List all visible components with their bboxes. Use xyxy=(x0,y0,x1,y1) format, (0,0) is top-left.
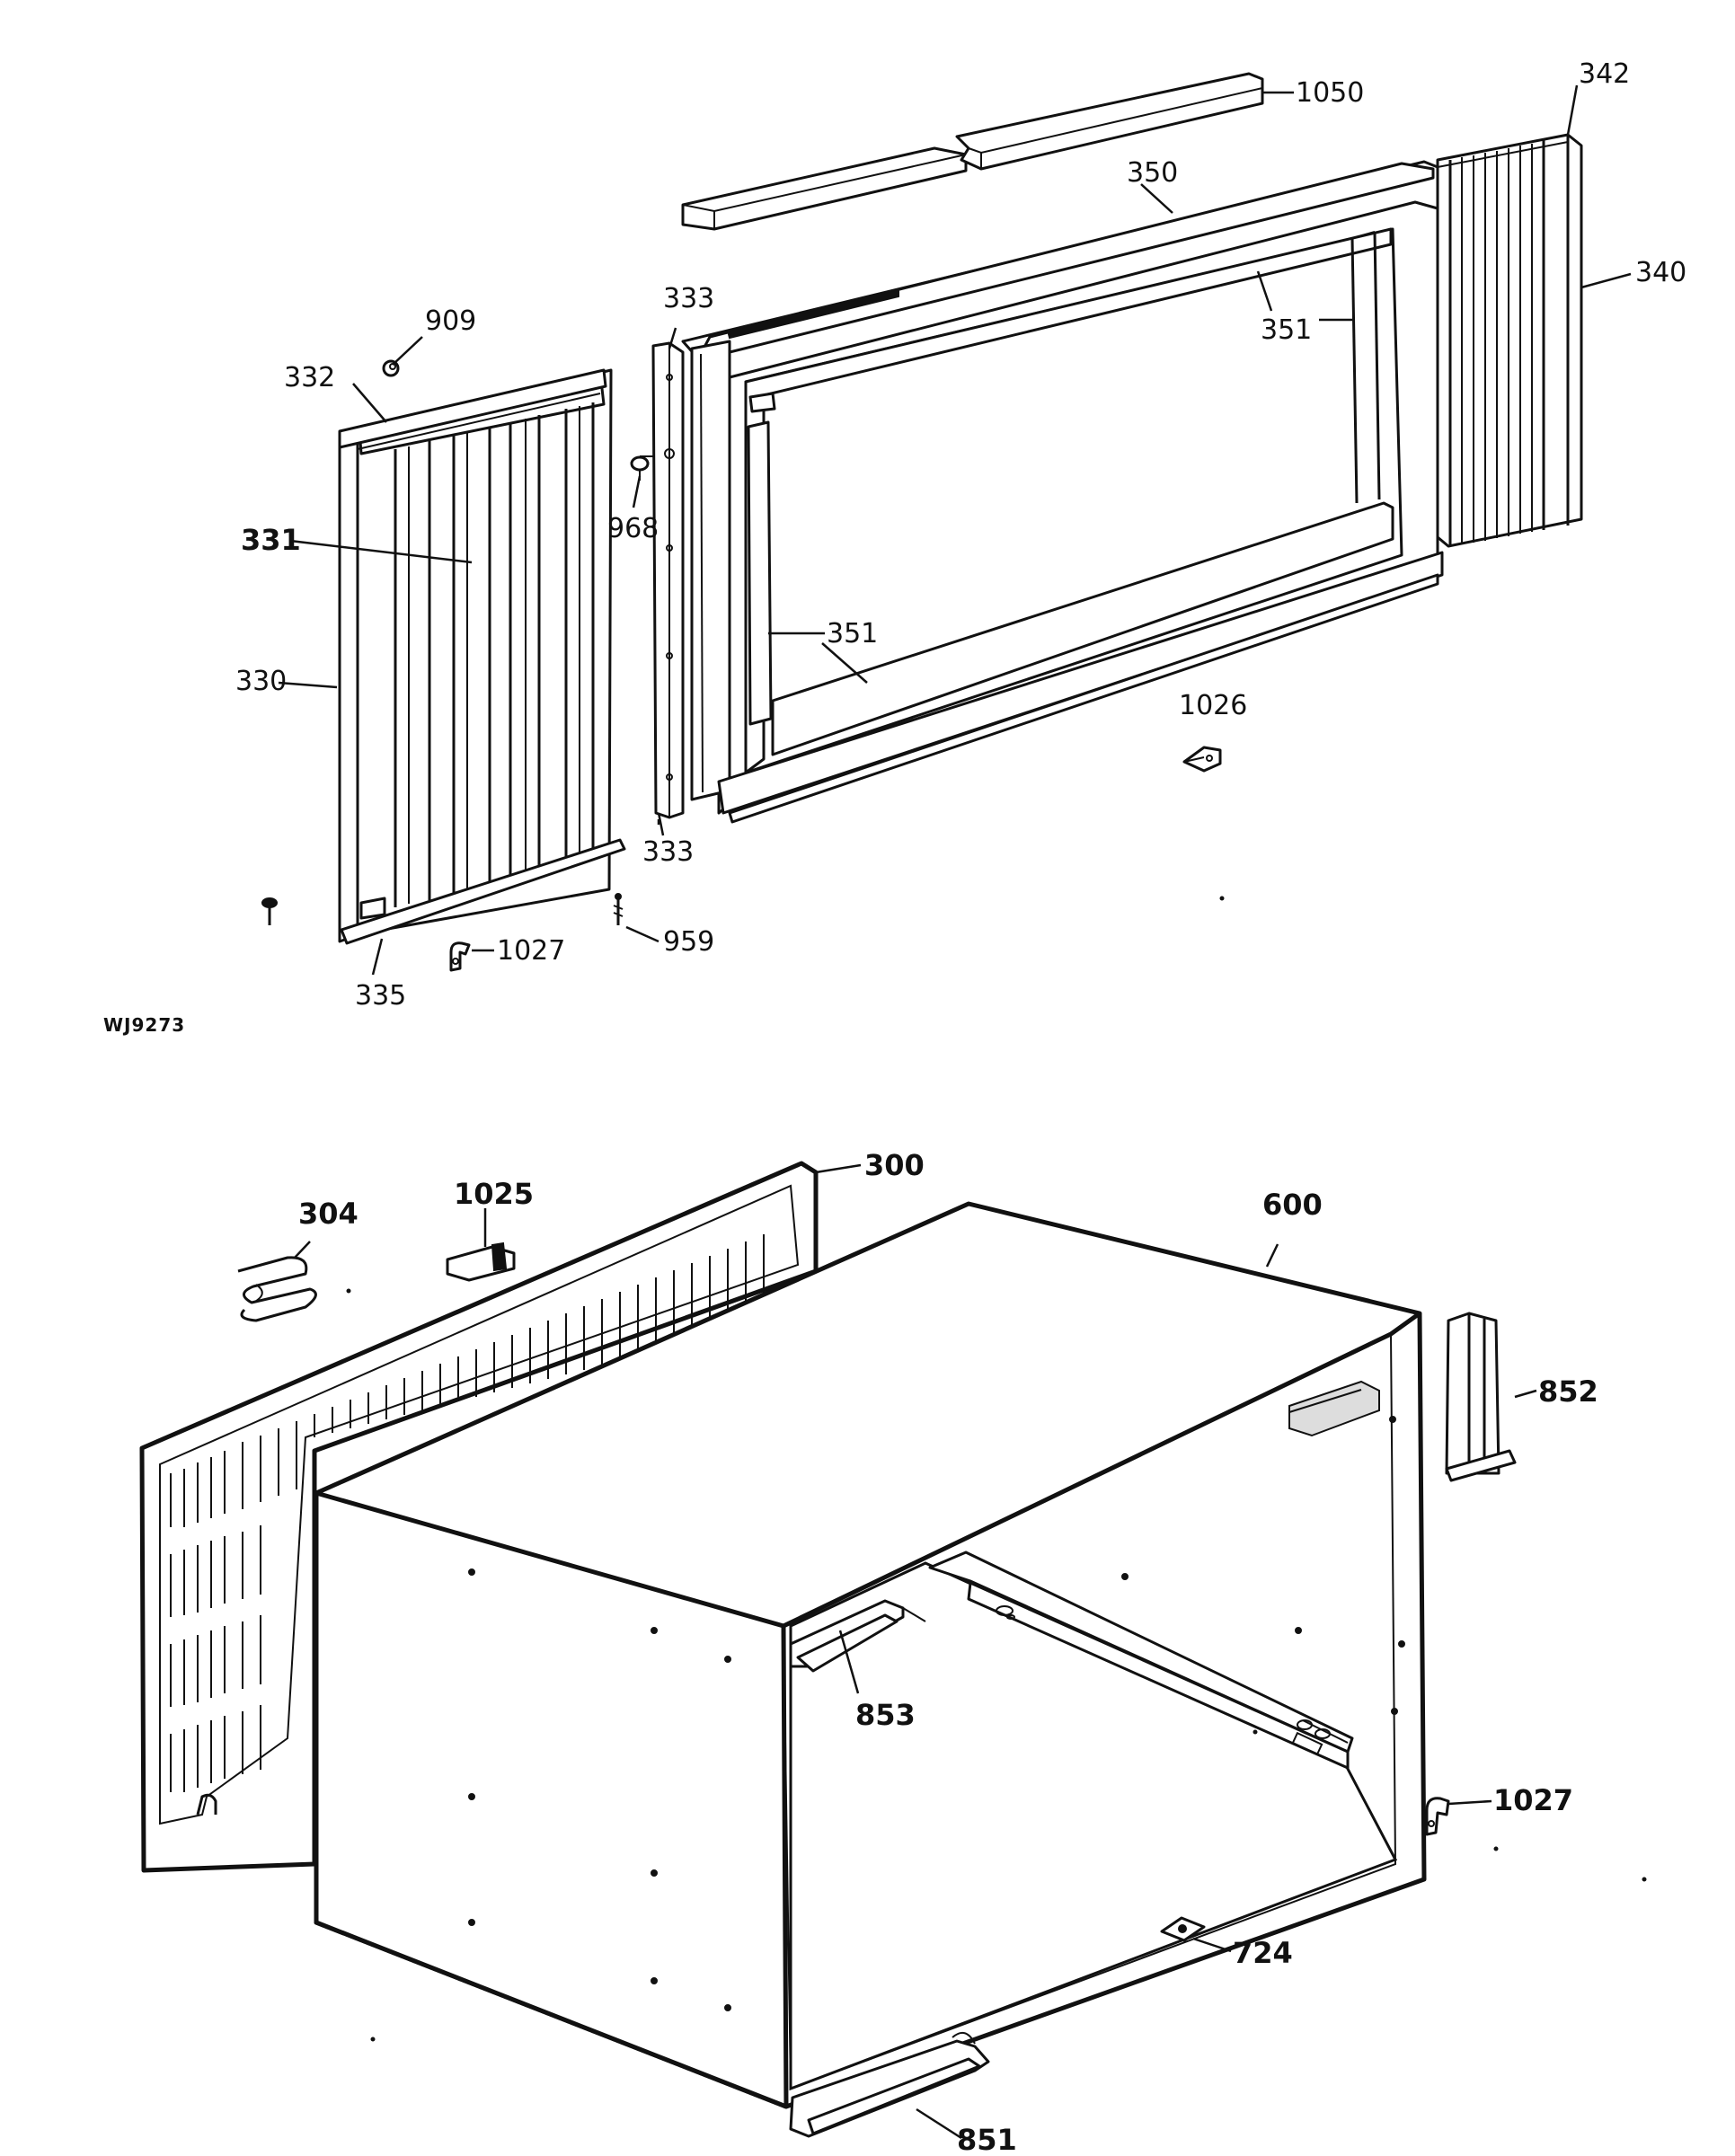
part-300-front-grille xyxy=(139,1161,819,1873)
part-959-screw xyxy=(613,893,624,925)
part-851-rail xyxy=(789,2031,990,2138)
callout-1027-top: 1027 xyxy=(497,935,565,967)
part-1026-bracket xyxy=(1182,746,1222,773)
stray-marks xyxy=(346,896,1647,2042)
part-724-nut xyxy=(1160,1916,1206,1942)
callout-351-top: 351 xyxy=(1261,314,1312,346)
callout-335: 335 xyxy=(355,980,406,1012)
callout-1026: 1026 xyxy=(1179,690,1247,721)
part-333-mounting-strip xyxy=(651,341,685,819)
callout-852: 852 xyxy=(1538,1374,1598,1409)
part-600-cabinet xyxy=(314,1201,1427,2109)
callout-333-top: 333 xyxy=(663,283,714,314)
callout-304: 304 xyxy=(298,1197,359,1231)
grille-louvers xyxy=(170,1234,765,1792)
callout-331: 331 xyxy=(241,523,301,557)
callout-342: 342 xyxy=(1579,58,1630,90)
callout-351-bottom: 351 xyxy=(827,618,878,649)
part-304-spring-clip xyxy=(237,1256,317,1322)
part-853-rail xyxy=(789,1599,926,1673)
part-968-screw xyxy=(630,455,654,481)
bottom-callouts: 300 304 1025 600 852 853 1027 724 851 xyxy=(298,1148,1598,2156)
callout-330: 330 xyxy=(235,666,287,697)
top-callouts: 1050 342 350 340 351 909 333 332 331 968… xyxy=(235,58,1686,1012)
callout-300: 300 xyxy=(864,1148,925,1182)
callout-968: 968 xyxy=(607,513,659,544)
callout-1025: 1025 xyxy=(454,1177,534,1211)
callout-909: 909 xyxy=(425,305,476,337)
callout-350: 350 xyxy=(1127,157,1178,189)
callout-853: 853 xyxy=(855,1698,916,1732)
drawing-code: WJ9273 xyxy=(103,1014,185,1036)
part-1027-clip-bottom xyxy=(1425,1797,1450,1836)
callout-600: 600 xyxy=(1262,1188,1323,1222)
callout-1027-bottom: 1027 xyxy=(1493,1783,1573,1817)
part-350-window-frame xyxy=(681,160,1444,824)
part-1027-clip-top xyxy=(449,941,471,972)
top-leaders xyxy=(278,84,1632,976)
callout-333-bottom: 333 xyxy=(642,836,694,868)
bottom-leaders xyxy=(294,1163,1537,2140)
callout-340: 340 xyxy=(1635,257,1686,288)
callout-959: 959 xyxy=(663,926,714,958)
part-852-side-bracket xyxy=(1445,1312,1517,1482)
callout-1050: 1050 xyxy=(1296,77,1364,109)
callout-724: 724 xyxy=(1233,1936,1293,1970)
part-330-side-panel xyxy=(338,368,626,945)
callout-851: 851 xyxy=(957,2123,1017,2156)
loose-screw xyxy=(261,897,278,925)
part-1050-foam-strip xyxy=(681,72,1264,231)
part-909-clip xyxy=(382,359,400,377)
part-1025-bracket xyxy=(446,1241,516,1282)
part-340-side-curtain xyxy=(1436,133,1583,548)
callout-332: 332 xyxy=(284,362,335,393)
